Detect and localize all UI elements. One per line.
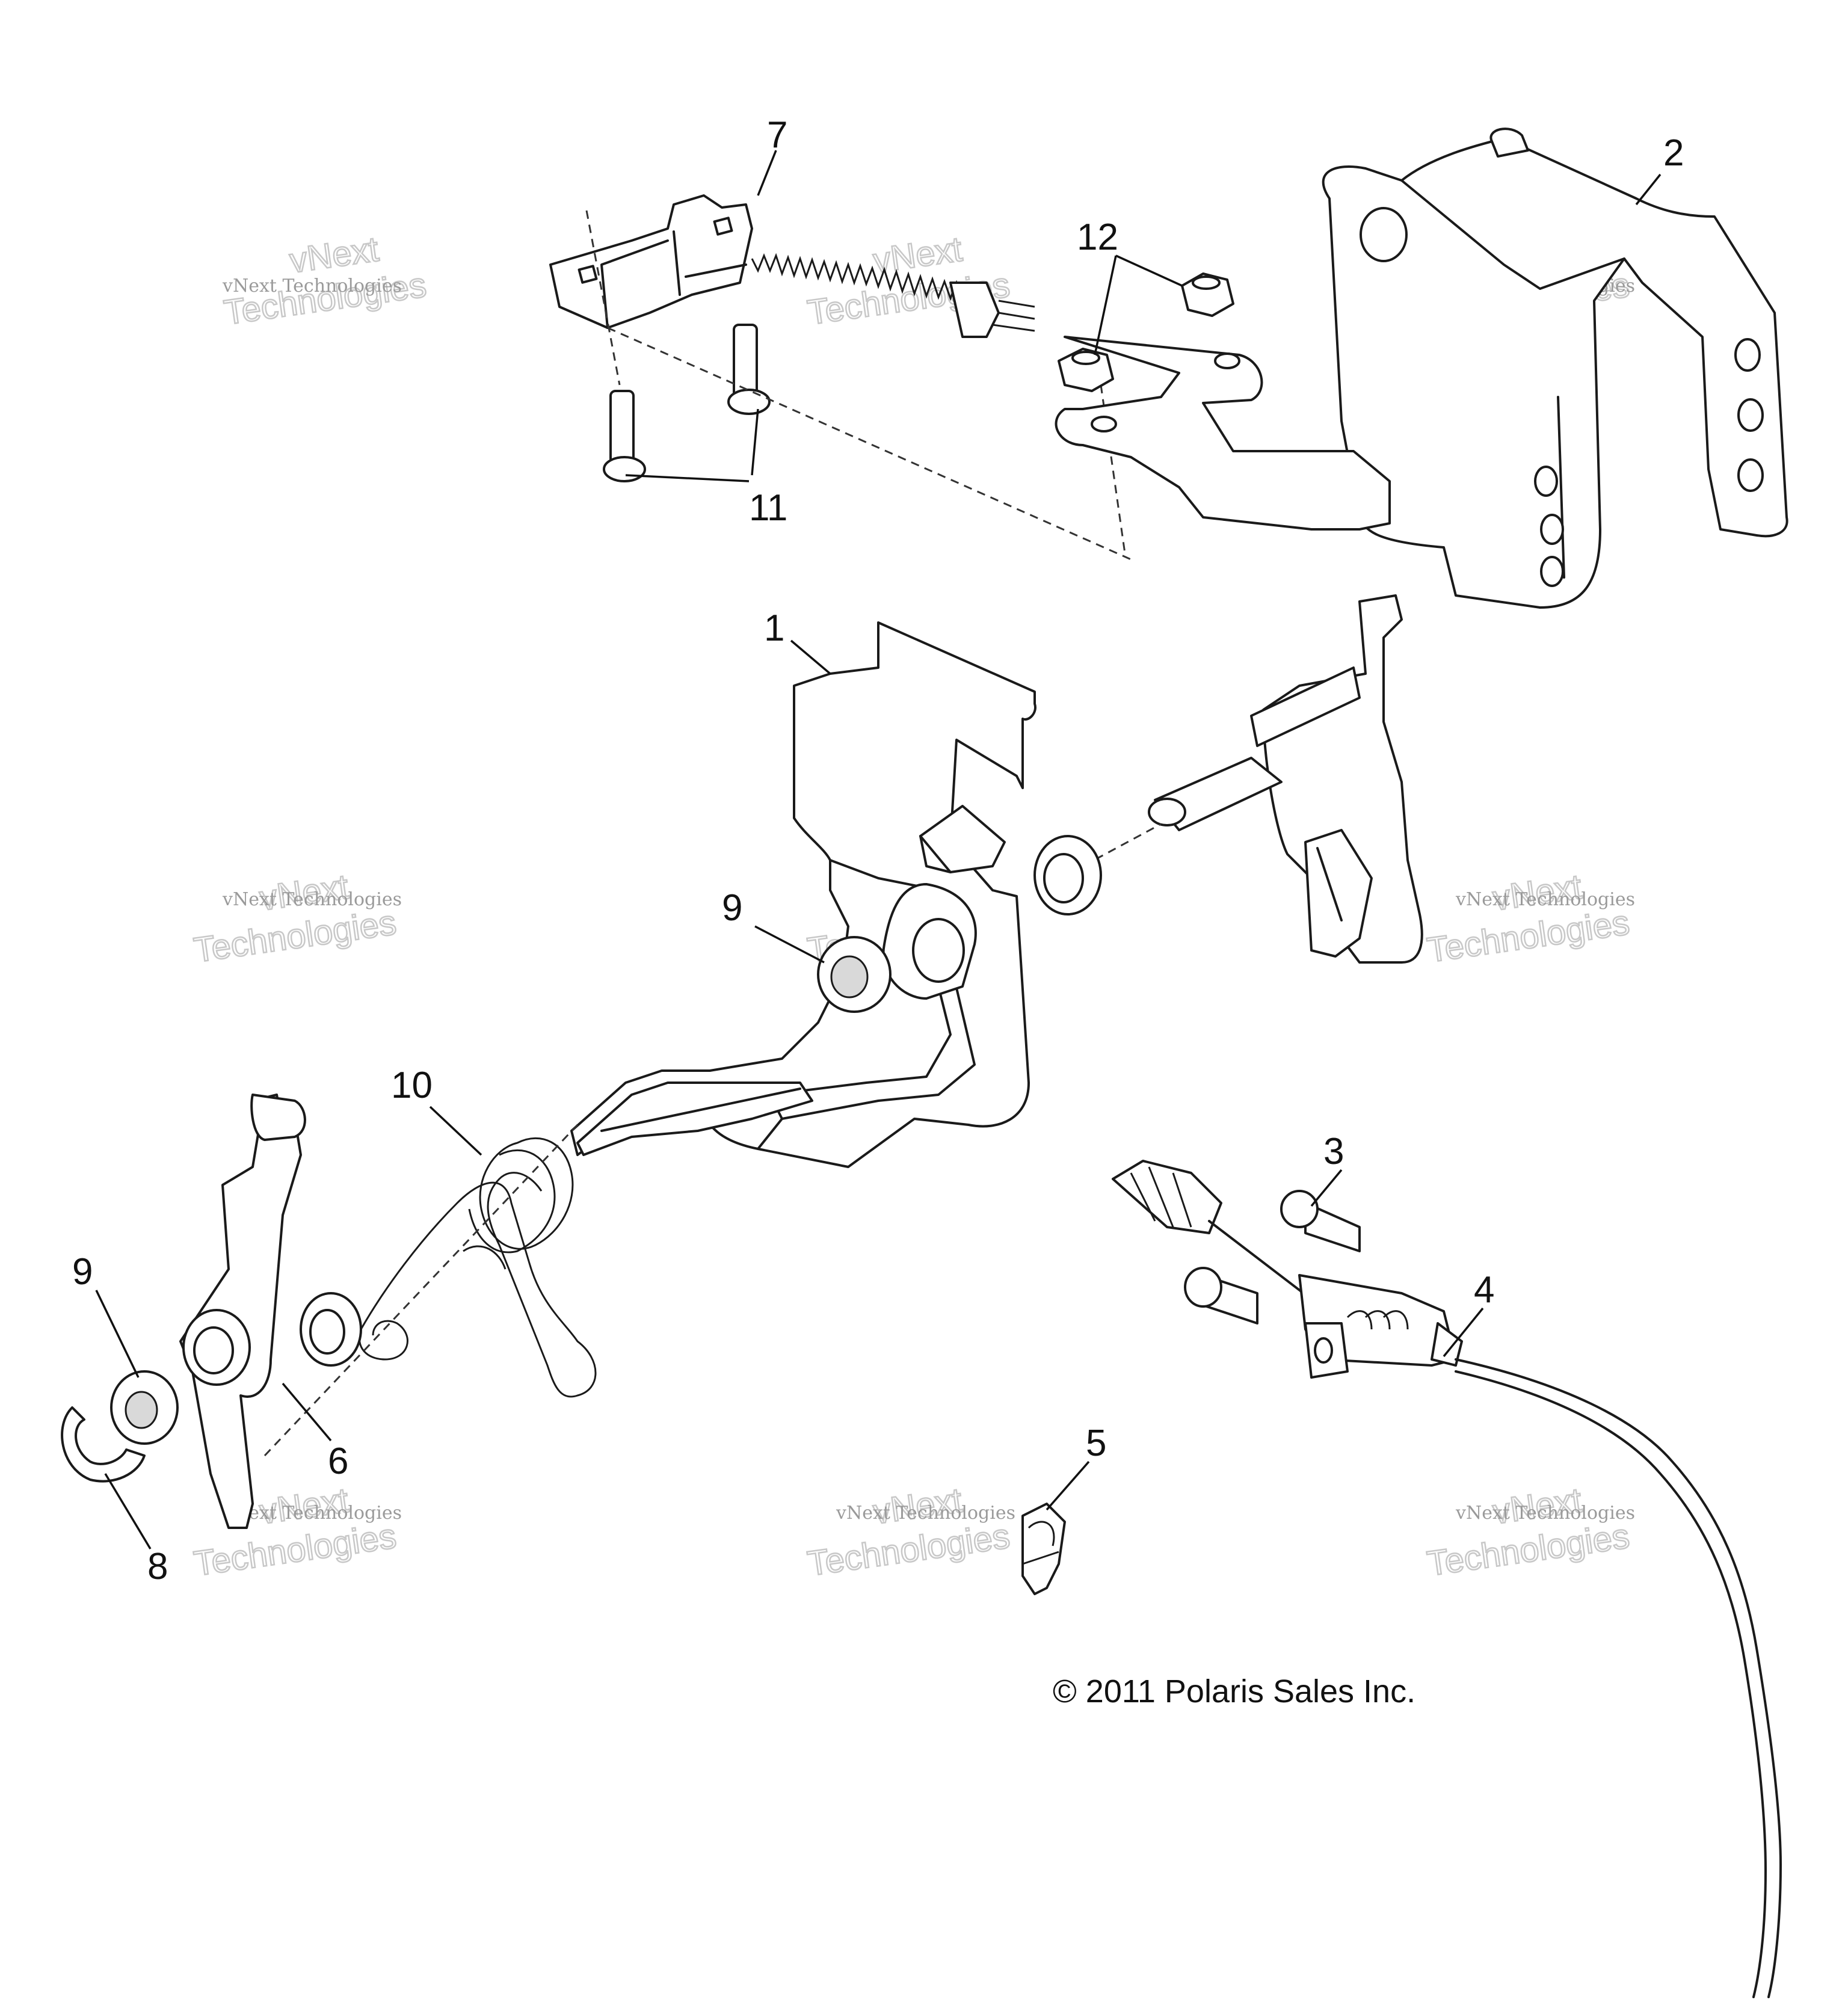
- part-4-cable-assembly: [1112, 1160, 1782, 1998]
- leader-11: [625, 408, 759, 482]
- watermark-text: vNext Technologies: [222, 275, 402, 297]
- part-11-pin-right: [727, 324, 771, 415]
- watermark-group-4: Technologies vNext: [191, 866, 399, 971]
- part-8-e-clip: [61, 1406, 146, 1483]
- callout-7: 7: [767, 114, 787, 156]
- callout-11: 11: [749, 487, 787, 529]
- callout-12: 12: [1077, 217, 1118, 258]
- callout-3: 3: [1323, 1131, 1344, 1172]
- leader-1: [790, 639, 831, 675]
- part-9-washer-lower: [110, 1370, 179, 1445]
- callout-1: 1: [764, 608, 784, 649]
- watermark-group-9: Technologies vNext: [1424, 1480, 1633, 1584]
- bracket-plate: [1055, 336, 1391, 531]
- callout-5: 5: [1086, 1423, 1106, 1464]
- part-12-nut-right: [1181, 272, 1234, 317]
- watermark-text: vNext Technologies: [836, 1503, 1015, 1524]
- callout-2: 2: [1663, 132, 1684, 174]
- part-6-lever-plate: [179, 1094, 306, 1529]
- callout-4: 4: [1474, 1269, 1494, 1311]
- leader-4: [1443, 1307, 1484, 1358]
- pivot-shaft: [1148, 757, 1283, 831]
- part-2-mounting-bracket: [1250, 128, 1788, 964]
- part-5-clip: [1021, 1503, 1066, 1595]
- part-3-pin-lower: [1184, 1267, 1258, 1325]
- watermark-text: vNext Technologies: [1455, 889, 1635, 910]
- sensor-spring: [685, 253, 964, 301]
- leader-3: [1310, 1169, 1343, 1207]
- watermark-group-6: Technologies vNext: [1424, 866, 1633, 971]
- assembly-line: [263, 1124, 579, 1457]
- leader-12: [1094, 254, 1183, 355]
- callout-6: 6: [328, 1441, 348, 1482]
- leader-2: [1635, 173, 1662, 206]
- leader-9-lower: [95, 1290, 140, 1378]
- callout-10: 10: [391, 1065, 433, 1106]
- watermark-group-8: Technologies vNext: [804, 1480, 1013, 1584]
- part-10-torsion-spring: [358, 1137, 597, 1398]
- part-1-pedal-arm: [570, 621, 1036, 1168]
- assembly-line: [585, 210, 621, 386]
- leader-10: [429, 1106, 482, 1156]
- leader-9-upper: [754, 925, 825, 964]
- part-3-pin-upper: [1280, 1190, 1361, 1252]
- watermark-text: vNext Technologies: [1455, 1503, 1635, 1524]
- part-12-nut-left: [1058, 348, 1114, 392]
- bushing-lower: [300, 1292, 362, 1367]
- part-7-sensor-assembly: [549, 194, 1035, 338]
- leader-5: [1046, 1460, 1090, 1511]
- leader-8: [104, 1473, 152, 1549]
- part-9-washer-upper: [817, 936, 892, 1013]
- assembly-line: [607, 327, 1132, 561]
- bushing-upper: [1033, 835, 1102, 915]
- callout-8: 8: [147, 1546, 168, 1587]
- callout-9-lower: 9: [72, 1251, 93, 1293]
- part-11-pin-left: [603, 390, 646, 482]
- callout-9-upper: 9: [722, 887, 742, 929]
- copyright-text: © 2011 Polaris Sales Inc.: [1053, 1673, 1415, 1709]
- watermark-text: vNext Technologies: [222, 889, 402, 910]
- leader-7: [757, 150, 777, 196]
- leader-6: [282, 1382, 332, 1442]
